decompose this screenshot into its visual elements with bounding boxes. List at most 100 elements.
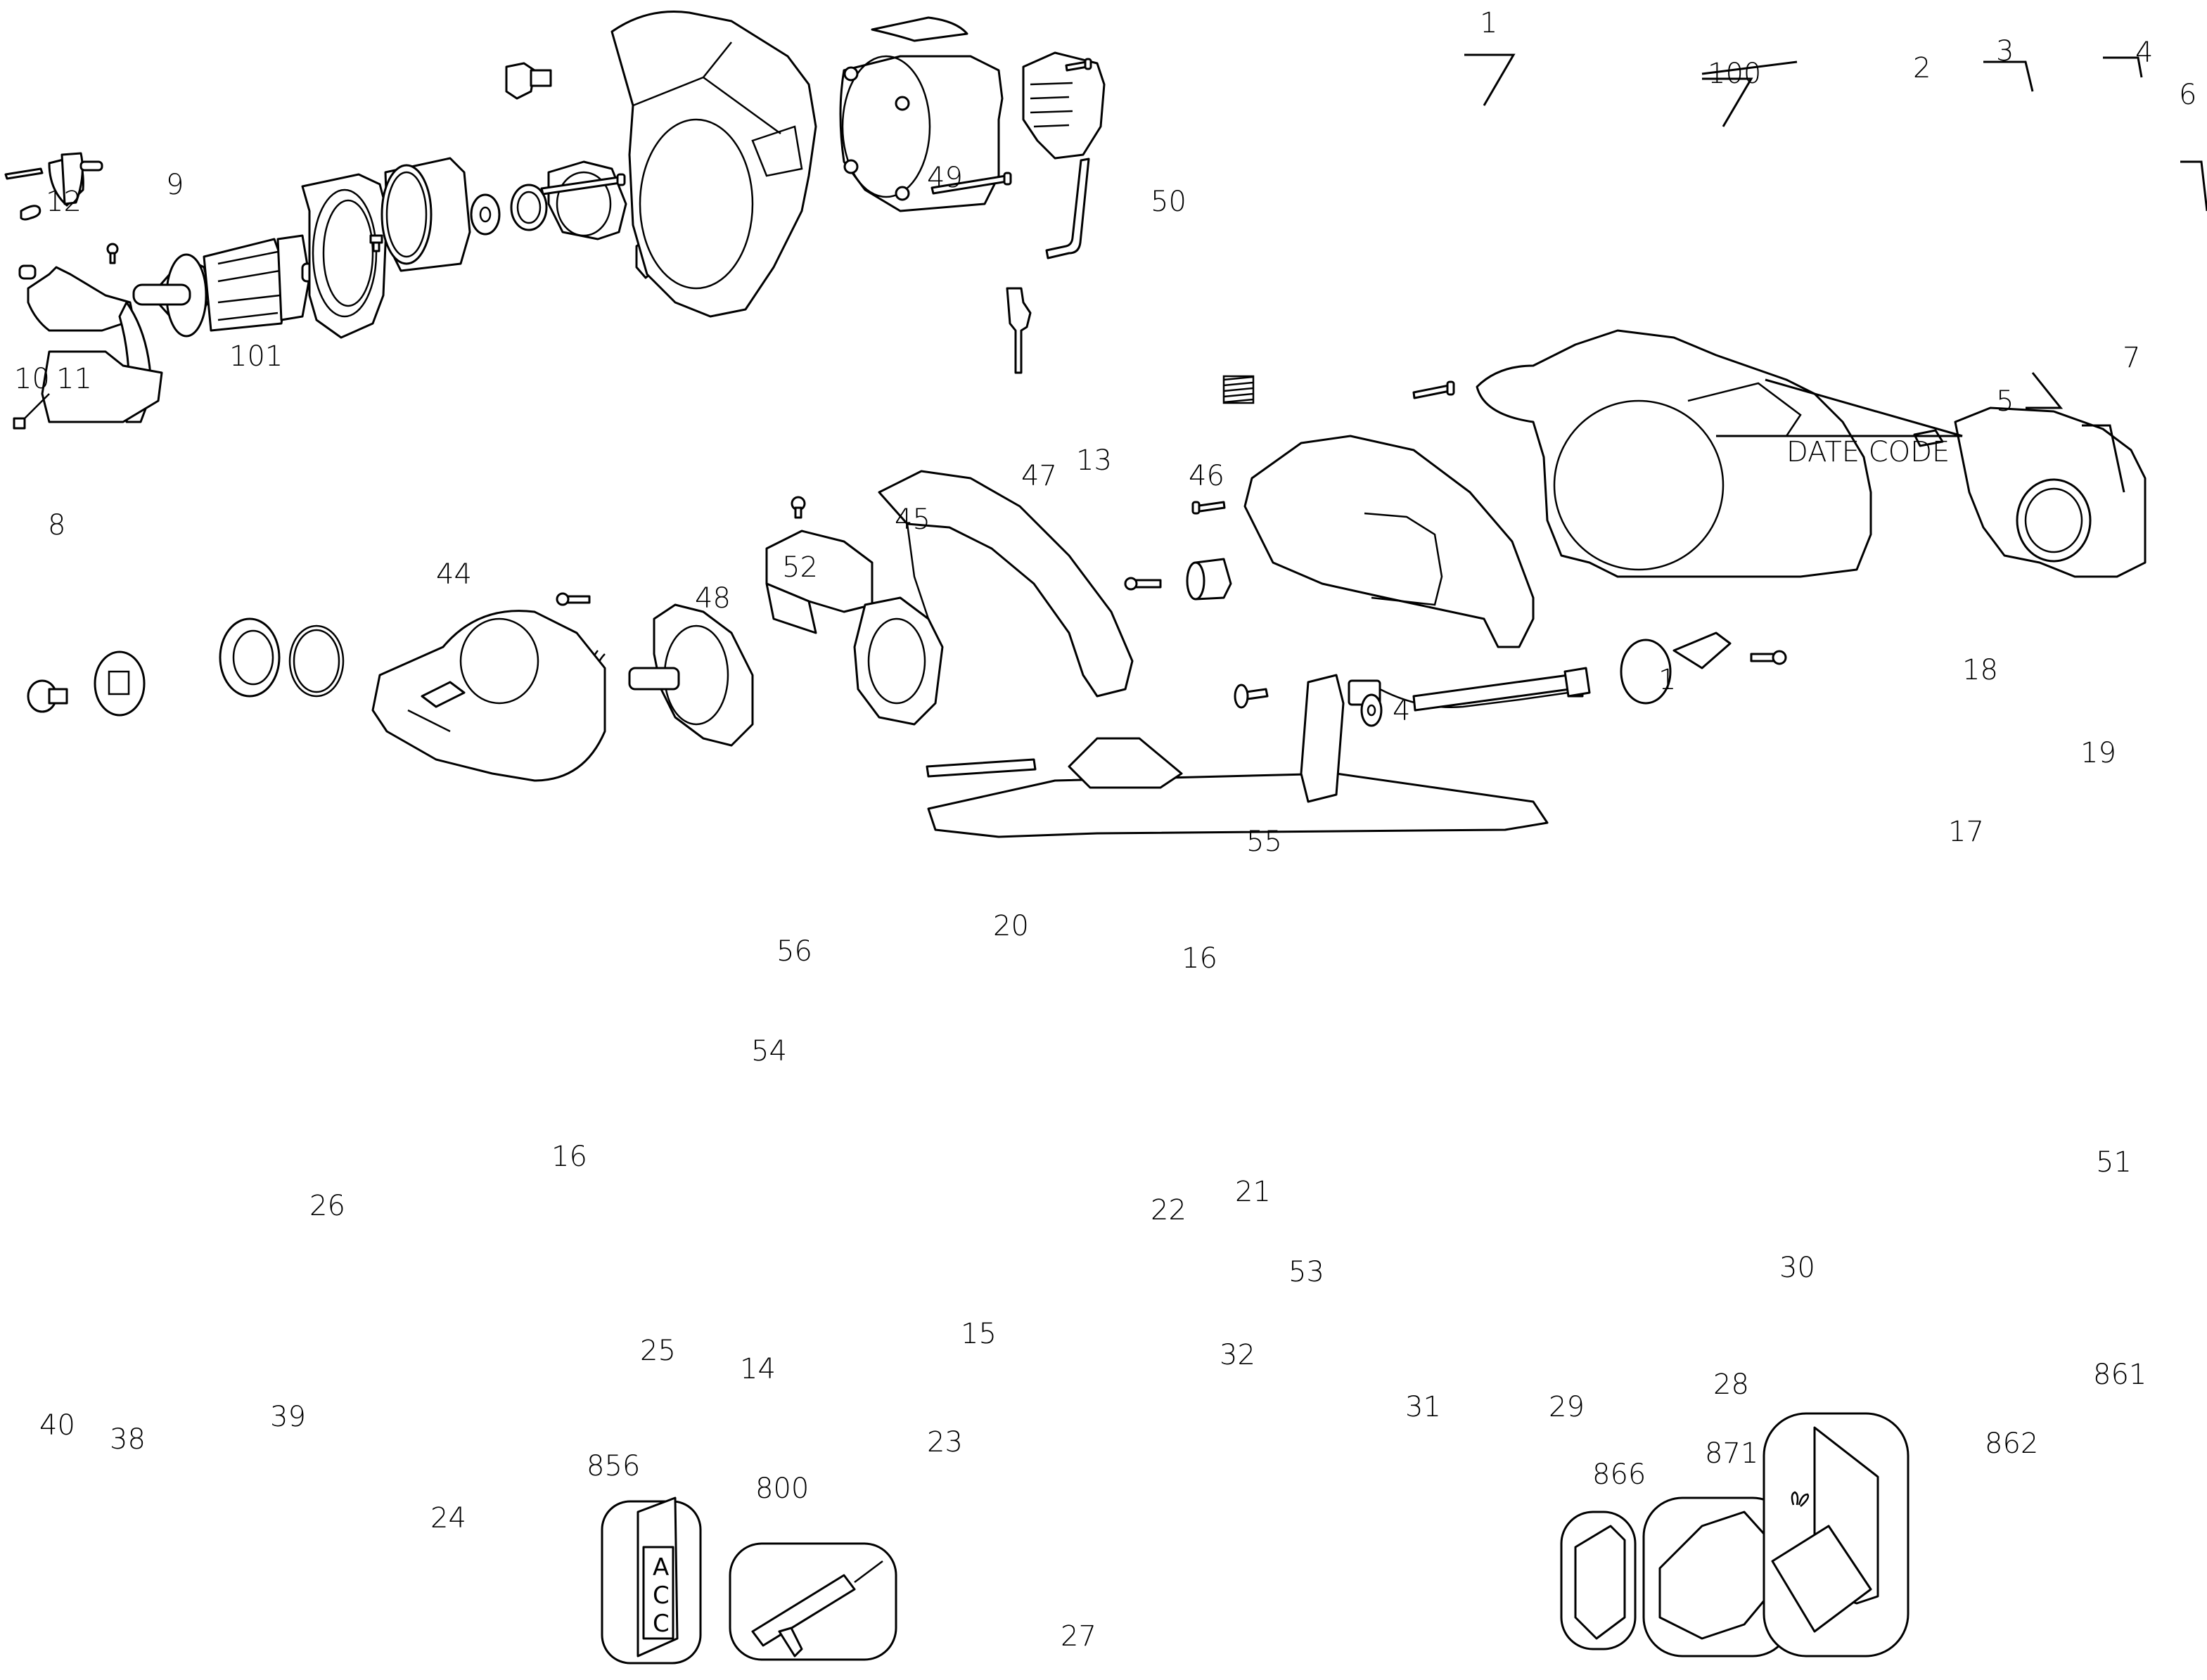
label-28: 28 xyxy=(1713,1368,1749,1401)
part-29-shaft xyxy=(1412,667,1591,712)
label-38: 38 xyxy=(110,1423,146,1456)
label-862: 862 xyxy=(1985,1428,2038,1460)
label-29: 29 xyxy=(1549,1391,1585,1423)
label-23: 23 xyxy=(927,1426,963,1458)
part-871-charger-box xyxy=(1642,1496,1793,1657)
part-51-gear-case xyxy=(1954,406,2147,578)
part-44-armature xyxy=(132,234,328,338)
label-7: 7 xyxy=(2123,342,2140,374)
part-38-clamp-washer xyxy=(94,650,146,717)
label-871: 871 xyxy=(1705,1437,1758,1470)
label-14: 14 xyxy=(740,1353,776,1385)
part-54-guard-insert xyxy=(765,530,874,634)
part-2-field-housing xyxy=(839,55,1004,212)
label-21: 21 xyxy=(1235,1176,1271,1208)
part-11-hose xyxy=(20,205,41,221)
part-1-handle-housing xyxy=(1476,329,1872,578)
part-55-blade-plate xyxy=(1243,435,1535,648)
part-48-end-bell xyxy=(301,173,388,339)
part-866-battery-box xyxy=(1560,1511,1637,1650)
part-30-screw xyxy=(1750,650,1787,665)
label-16-plate: 16 xyxy=(1182,942,1217,975)
label-46: 46 xyxy=(1189,460,1224,492)
part-26-o-ring xyxy=(288,624,345,698)
part-52-screw xyxy=(369,234,383,252)
part-800-accessory-box xyxy=(729,1542,897,1661)
label-50: 50 xyxy=(1151,186,1186,218)
part-10-plug xyxy=(18,264,37,280)
label-6: 6 xyxy=(2179,79,2196,111)
acc-letter-a: A xyxy=(653,1553,669,1582)
label-56: 56 xyxy=(776,935,812,968)
part-856-accessory-box: A C C xyxy=(601,1496,702,1665)
label-17: 17 xyxy=(1948,816,1984,848)
part-12-pin xyxy=(4,167,44,180)
part-45-magnet-sleeve xyxy=(380,157,471,272)
label-100: 100 xyxy=(1708,58,1761,90)
part-14-gearbox-plate xyxy=(628,603,754,747)
acc-letter-c1: C xyxy=(653,1582,670,1610)
label-20: 20 xyxy=(993,910,1029,942)
label-40: 40 xyxy=(39,1409,75,1442)
part-21-bushing xyxy=(1186,558,1232,601)
label-11: 11 xyxy=(56,363,92,395)
label-39: 39 xyxy=(270,1401,306,1433)
label-1-top: 1 xyxy=(1480,7,1497,39)
label-5: 5 xyxy=(1996,385,2014,418)
label-4-handle: 4 xyxy=(1393,695,1410,727)
part-7-hex-key xyxy=(1045,158,1090,259)
label-47: 47 xyxy=(1021,460,1057,492)
label-19: 19 xyxy=(2080,737,2116,769)
part-18-lock-lever xyxy=(1006,287,1032,374)
part-49-brush xyxy=(505,62,552,100)
label-22: 22 xyxy=(1151,1194,1186,1226)
label-2: 2 xyxy=(1913,52,1931,84)
part-16-screw-guard xyxy=(556,592,591,606)
part-50-long-screw xyxy=(540,173,626,195)
label-32: 32 xyxy=(1220,1339,1255,1371)
label-856: 856 xyxy=(587,1450,640,1482)
part-56-screw xyxy=(791,496,806,519)
label-10: 10 xyxy=(14,363,50,395)
part-15-gasket xyxy=(853,596,944,726)
label-49: 49 xyxy=(927,162,963,194)
part-17-nut xyxy=(1913,429,1944,447)
label-18: 18 xyxy=(1962,654,1998,686)
label-55: 55 xyxy=(1246,826,1282,858)
part-47-washer xyxy=(470,193,501,236)
part-861-case-box xyxy=(1763,1412,1909,1657)
label-30: 30 xyxy=(1779,1252,1815,1284)
part-13-bearing xyxy=(510,184,548,231)
label-date-code: DATE CODE xyxy=(1786,436,1950,468)
label-3: 3 xyxy=(1996,35,2014,68)
label-1-handle: 1 xyxy=(1658,664,1676,696)
part-3-end-cap xyxy=(1022,51,1106,160)
label-8: 8 xyxy=(48,509,65,541)
label-861: 861 xyxy=(2093,1359,2147,1391)
part-101-screw xyxy=(106,243,119,264)
part-32-bolt xyxy=(1234,684,1269,709)
label-25: 25 xyxy=(640,1335,676,1367)
label-54: 54 xyxy=(751,1035,787,1067)
part-46-brush-holder xyxy=(547,160,627,241)
label-45: 45 xyxy=(895,504,930,536)
label-53: 53 xyxy=(1288,1256,1324,1288)
part-8-switch-housing xyxy=(13,266,163,430)
acc-letter-c2: C xyxy=(653,1610,670,1638)
label-51: 51 xyxy=(2096,1146,2132,1179)
part-19-spring xyxy=(1222,375,1255,404)
label-101: 101 xyxy=(229,340,283,373)
part-4-screw-top xyxy=(1065,58,1092,72)
label-866: 866 xyxy=(1592,1458,1646,1491)
label-52: 52 xyxy=(782,551,818,584)
label-800: 800 xyxy=(755,1473,809,1505)
part-9-knob xyxy=(48,152,103,207)
label-12: 12 xyxy=(46,186,82,218)
part-39-washer xyxy=(219,617,281,698)
label-4-top: 4 xyxy=(2135,37,2153,69)
label-44: 44 xyxy=(436,558,472,591)
part-20-upper-guard xyxy=(878,470,1134,698)
part-31-washer xyxy=(1360,693,1383,727)
part-40-bolt xyxy=(27,679,68,713)
